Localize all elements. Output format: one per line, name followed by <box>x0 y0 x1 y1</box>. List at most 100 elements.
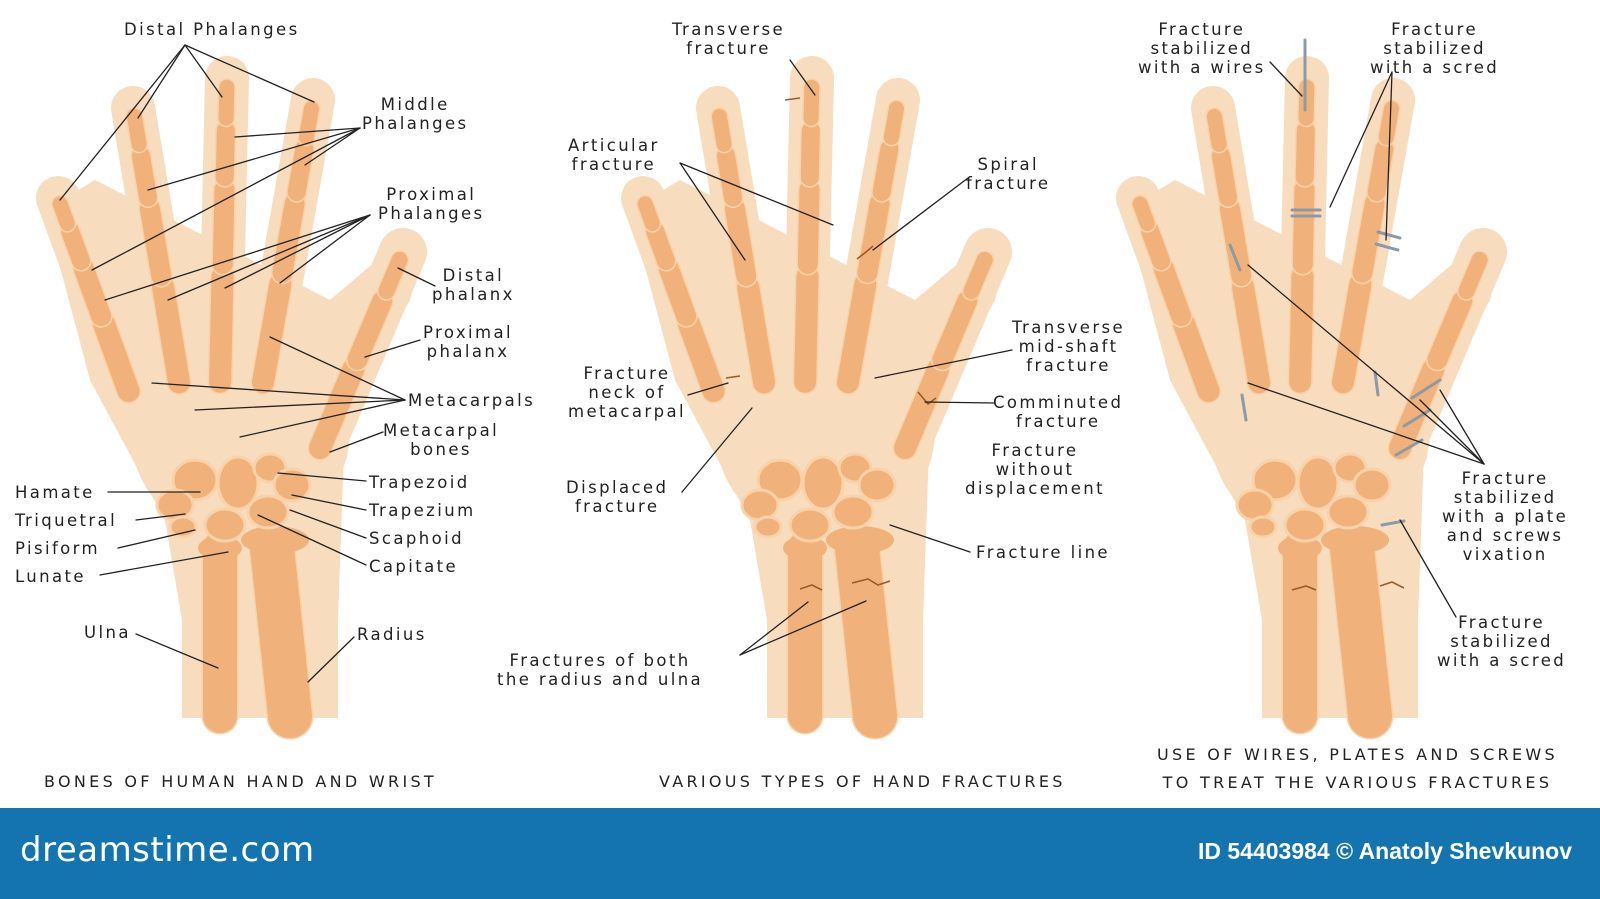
leader-triquetral <box>135 513 186 521</box>
leader-proximal-2 <box>167 214 371 301</box>
carpal-lunate <box>1283 507 1327 543</box>
carpal-trapezium <box>1352 467 1392 503</box>
metacarpal-little <box>252 273 292 394</box>
proximal-phalanx-ring <box>212 179 235 274</box>
leader-proximal-1 <box>104 214 371 301</box>
comminuted-fracture-mark <box>917 391 937 406</box>
leader-spiral <box>872 177 969 251</box>
fracture-and-hardware-marks <box>725 38 1442 591</box>
hand-fractures-panel <box>621 56 1012 740</box>
leader-scred-top-1 <box>1329 71 1393 208</box>
middle-phalanx-middle <box>131 146 158 207</box>
label-comminuted-fracture: Comminuted fracture <box>993 393 1124 431</box>
label-displaced-fracture: Displaced fracture <box>566 478 669 516</box>
label-stabilized-with-wires: Fracture stabilized with a wires <box>1138 20 1266 77</box>
carpal-scaphoid <box>831 494 875 530</box>
leader-wires <box>1269 61 1303 97</box>
metacarpal-thumb <box>1389 358 1445 459</box>
carpal-pisiform <box>753 515 783 539</box>
proximal-phalanx-little <box>857 193 890 283</box>
radius-head <box>826 526 894 554</box>
ulna-head <box>198 536 242 560</box>
leader-transverse <box>789 59 816 96</box>
label-spiral-fracture: Spiral fracture <box>966 155 1051 193</box>
leader-pisiform <box>117 529 196 549</box>
label-distal-phalanx: Distal phalanx <box>432 266 515 304</box>
label-metacarpals: Metacarpals <box>408 391 536 410</box>
transverse-fracture-mark <box>784 97 801 101</box>
label-metacarpal-bones: Metacarpal bones <box>383 421 500 459</box>
metacarpal-thumb <box>894 358 950 459</box>
carpal-capitate <box>801 455 845 511</box>
proximal-phalanx-thumb <box>347 291 393 370</box>
carpal-trapezium <box>272 467 312 503</box>
leader-fracture-line <box>889 524 971 553</box>
label-proximal-phalanges: Proximal Phalanges <box>378 185 485 223</box>
middle-phalanx-little <box>287 139 314 202</box>
distal-phalanx-index <box>1132 196 1155 232</box>
leader-both-2 <box>739 600 867 656</box>
fracture-ulna-mark <box>799 584 823 591</box>
label-fractures-of-both-radius-ulna: Fractures of both the radius and ulna <box>497 651 704 689</box>
proximal-phalanx-middle <box>139 198 172 286</box>
distal-phalanx-little <box>298 101 319 145</box>
label-articular-fracture: Articular fracture <box>568 136 660 174</box>
label-stabilized-with-scred-bottom: Fracture stabilized with a scred <box>1437 613 1567 670</box>
label-transverse-midshaft-fracture: Transverse mid-shaft fracture <box>1012 318 1126 375</box>
middle-phalanx-middle <box>1211 146 1238 207</box>
distal-phalanx-thumb <box>378 251 408 300</box>
distal-phalanx-little <box>883 101 904 145</box>
label-triquetral: Triquetral <box>15 511 118 530</box>
distal-phalanx-index <box>637 196 660 232</box>
label-distal-phalanges: Distal Phalanges <box>124 20 300 39</box>
leader-proximal-3 <box>224 214 371 289</box>
caption-bones: BONES OF HUMAN HAND AND WRIST <box>44 772 437 791</box>
metacarpal-index <box>93 313 140 403</box>
plate-metacarpal-ring <box>1373 370 1380 397</box>
ulna-head <box>1278 536 1322 560</box>
leader-trapezium <box>291 494 367 511</box>
hand-treatment-panel <box>1116 56 1507 740</box>
radius-head <box>241 526 309 554</box>
distal-phalanx-middle <box>711 108 732 152</box>
plate-index <box>1228 243 1242 272</box>
label-transverse-fracture: Transverse fracture <box>672 20 786 58</box>
leader-scred-bottom <box>1399 519 1457 618</box>
distal-phalanx-index <box>52 196 75 232</box>
leader-distal-1 <box>59 44 186 201</box>
carpal-capitate <box>1296 455 1340 511</box>
spiral-fracture-mark <box>856 245 874 260</box>
proximal-phalanx-index <box>73 258 112 327</box>
radius <box>1330 526 1392 738</box>
leader-scred-top-2 <box>1385 71 1393 241</box>
leader-middle-1 <box>91 127 361 271</box>
label-hamate: Hamate <box>15 483 95 502</box>
leader-distal-phalanx <box>397 267 436 287</box>
label-trapezoid: Trapezoid <box>369 473 470 492</box>
leader-ulna <box>135 633 219 669</box>
leader-middle-4 <box>304 127 361 166</box>
leader-metacarpal-bones <box>329 431 384 453</box>
label-fracture-neck-of-metacarpal: Fracture neck of metacarpal <box>568 364 686 421</box>
leader-distal-2 <box>137 44 186 119</box>
label-fracture-line: Fracture line <box>976 543 1110 562</box>
leader-scaphoid <box>289 509 367 539</box>
radius <box>835 526 897 738</box>
metacarpal-little <box>837 273 877 394</box>
proximal-phalanx-index <box>1153 258 1192 327</box>
leader-meta-4 <box>239 399 406 438</box>
middle-phalanx-index <box>61 222 91 271</box>
proximal-phalanx-middle <box>724 198 757 286</box>
metacarpal-ring <box>794 265 819 393</box>
leader-plate-3 <box>1419 399 1485 465</box>
metacarpal-ring <box>209 265 234 393</box>
label-fracture-without-displacement: Fracture without displacement <box>965 441 1105 498</box>
label-pisiform: Pisiform <box>15 539 101 558</box>
leader-meta-3 <box>194 399 406 411</box>
leader-plate-4 <box>1439 389 1485 465</box>
middle-phalanx-middle <box>716 146 743 207</box>
metacarpal-index <box>678 313 725 403</box>
plate-thumb-2 <box>1402 408 1432 428</box>
dreamstime-logo: dreamstime.com <box>20 830 315 870</box>
